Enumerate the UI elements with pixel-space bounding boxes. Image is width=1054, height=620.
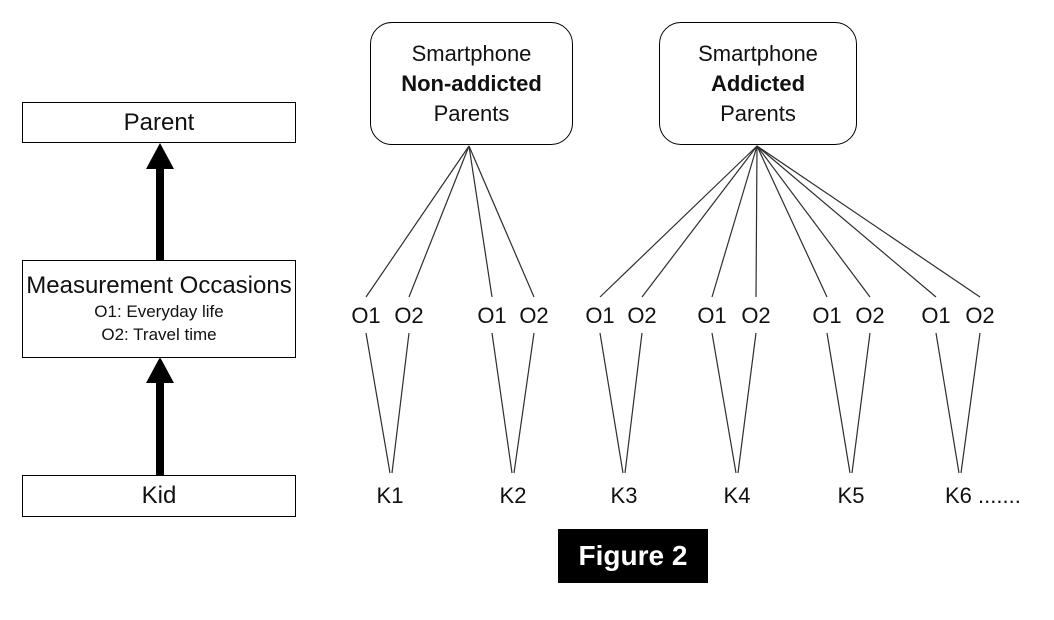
occasion-label: O2 <box>627 303 657 328</box>
kid-node-label: K6 ....... <box>945 483 1021 508</box>
occasion-label: O1 <box>477 303 507 328</box>
group-line: Parents <box>720 100 796 126</box>
kid-node-label: K3 <box>610 483 638 508</box>
occasion-label: O1 <box>921 303 951 328</box>
occasion-label: O2 <box>741 303 771 328</box>
parent-label: Parent <box>123 108 195 136</box>
figure-caption-text: Figure 2 <box>578 540 688 571</box>
measurement-occasion-2: O2: Travel time <box>101 325 217 344</box>
occasion-label: O2 <box>855 303 885 328</box>
occasion-label: O2 <box>519 303 549 328</box>
non-addicted-fan <box>365 145 535 298</box>
occasion-label: O1 <box>812 303 842 328</box>
group-line-emphasis: Non-addicted <box>401 70 542 96</box>
measurement-occasion-1: O1: Everyday life <box>94 302 224 321</box>
kid-node-label: K1 <box>376 483 404 508</box>
kid-box-label: Kid <box>141 482 177 509</box>
measurement-occasions-box: Measurement Occasions O1: Everyday life … <box>22 260 296 358</box>
kid-node-label: K4 <box>723 483 751 508</box>
kid-fans <box>365 332 981 474</box>
occasion-label: O2 <box>965 303 995 328</box>
figure-caption: Figure 2 <box>558 529 708 583</box>
group-line: Smartphone <box>411 40 532 66</box>
group-line-emphasis: Addicted <box>710 70 806 96</box>
kid-box: Kid <box>22 475 296 517</box>
occasion-label: O2 <box>394 303 424 328</box>
group-line: Parents <box>433 100 510 126</box>
occasion-label: O1 <box>697 303 727 328</box>
addicted-parents-box: Smartphone Addicted Parents <box>659 22 857 145</box>
occasion-label: O1 <box>351 303 381 328</box>
measurement-title: Measurement Occasions <box>26 272 292 299</box>
kid-node-label: K5 <box>837 483 865 508</box>
group-line: Smartphone <box>698 40 818 66</box>
non-addicted-parents-box: Smartphone Non-addicted Parents <box>370 22 573 145</box>
kid-node-label: K2 <box>499 483 527 508</box>
addicted-fan <box>599 145 981 298</box>
parent-box: Parent <box>22 102 296 143</box>
occasion-label: O1 <box>585 303 615 328</box>
